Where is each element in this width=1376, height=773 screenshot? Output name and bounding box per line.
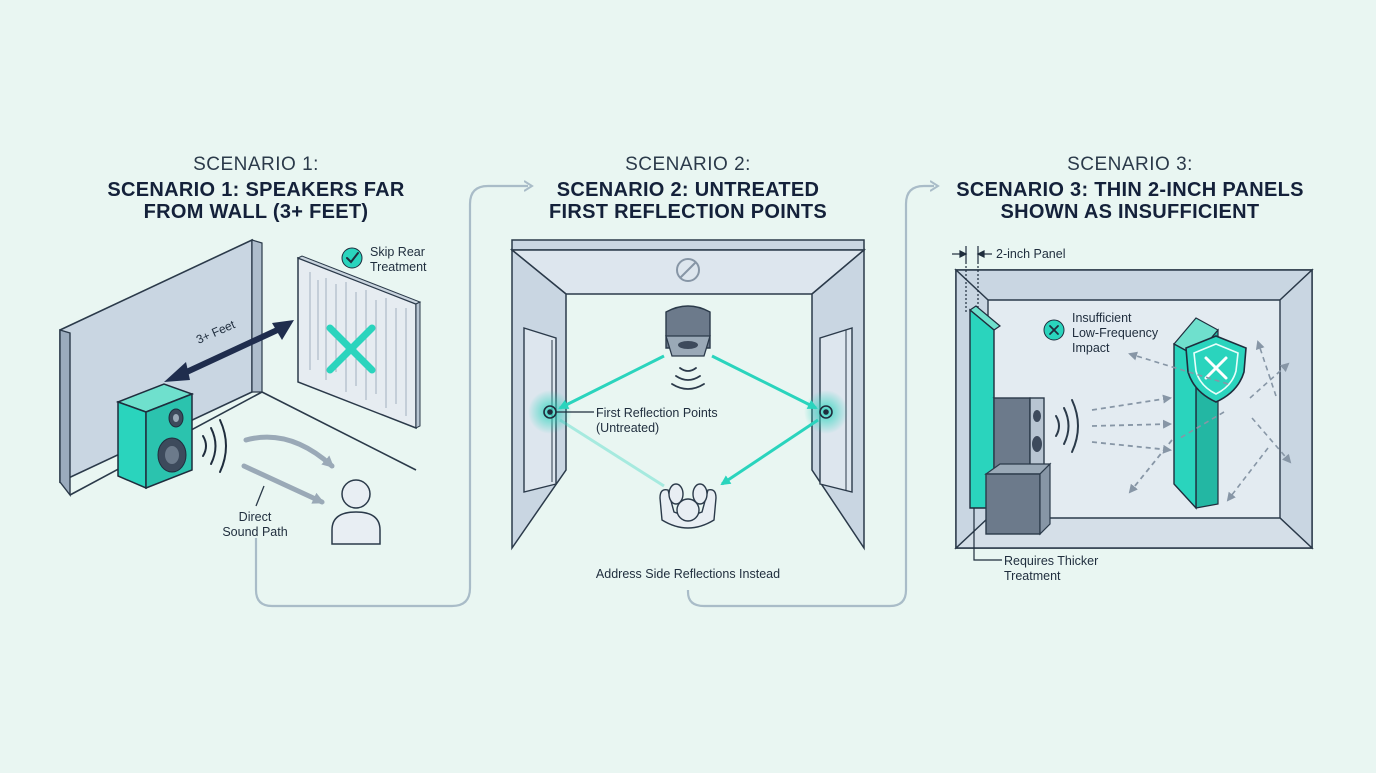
scenario-3-subtitle: SCENARIO 3: xyxy=(1067,154,1193,175)
scenario-2-heading-line1: SCENARIO 2: UNTREATED xyxy=(556,179,820,201)
skip-rear-label-line2: Treatment xyxy=(370,260,427,274)
insufficient-impact-label-line3: Impact xyxy=(1072,341,1110,355)
label-leader xyxy=(973,508,1002,561)
thicker-treatment-label: Requires Thicker Treatment xyxy=(1004,554,1098,584)
scenario-3-title: SCENARIO 3: SCENARIO 3: THIN 2-INCH PANE… xyxy=(930,154,1330,223)
scenario-1-heading-line1: SCENARIO 1: SPEAKERS FAR xyxy=(107,179,405,201)
reflection-points-label-line2: (Untreated) xyxy=(596,421,660,435)
scenario-1-illustration xyxy=(59,238,422,545)
scenario-3-heading-line2: SHOWN AS INSUFFICIENT xyxy=(1000,201,1260,223)
bounce-arrows xyxy=(1128,340,1292,502)
direct-path-label-line1: Direct xyxy=(238,510,272,524)
panel-thickness-label: 2-inch Panel xyxy=(996,247,1066,261)
insufficient-impact-label-line2: Low-Frequency xyxy=(1072,326,1159,340)
reflection-arrows xyxy=(558,354,819,486)
insufficient-impact-label: Insufficient Low-Frequency Impact xyxy=(1072,311,1158,356)
scenario-1-heading-line2: FROM WALL (3+ FEET) xyxy=(143,201,369,223)
flow-connector-1 xyxy=(254,186,528,608)
direct-path-label-line2: Sound Path xyxy=(222,525,288,539)
scenario-2-subtitle: SCENARIO 2: xyxy=(625,154,751,175)
prohibited-icon xyxy=(676,258,700,282)
check-circle-icon xyxy=(341,247,363,269)
floor-line xyxy=(261,391,417,471)
distance-arrow xyxy=(164,320,294,382)
x-mark-icon xyxy=(326,324,376,374)
speaker-icon xyxy=(992,397,1045,471)
reflection-points-label: First Reflection Points (Untreated) xyxy=(596,406,718,436)
listener-icon xyxy=(659,483,717,529)
scenario-3-illustration xyxy=(952,246,1314,561)
sound-wave-icon xyxy=(1055,399,1079,453)
listener-icon xyxy=(331,479,381,545)
shield-x-icon xyxy=(1185,335,1247,403)
dimension-marker xyxy=(952,246,992,312)
scenario-2-illustration xyxy=(509,239,867,551)
scenario-1-subtitle: SCENARIO 1: xyxy=(193,154,319,175)
sound-wave-icon xyxy=(202,419,227,473)
direct-path-label: Direct Sound Path xyxy=(210,510,300,540)
sound-path-arrows xyxy=(241,434,335,505)
thicker-treatment-label-line2: Treatment xyxy=(1004,569,1061,583)
insufficient-impact-label-line1: Insufficient xyxy=(1072,311,1132,325)
flow-connector-2 xyxy=(686,186,934,608)
scenario-3-heading-line1: SCENARIO 3: THIN 2-INCH PANELS xyxy=(956,179,1304,201)
speaker-icon xyxy=(115,383,195,490)
x-circle-icon xyxy=(1043,319,1065,341)
reflection-point-icon xyxy=(543,405,833,419)
faded-reflection xyxy=(559,418,665,488)
thicker-treatment-label-line1: Requires Thicker xyxy=(1004,554,1099,568)
speaker-icon xyxy=(665,305,711,357)
reflection-points-label-line1: First Reflection Points xyxy=(596,406,718,420)
skip-rear-label-line1: Skip Rear xyxy=(370,245,425,259)
side-reflections-label: Address Side Reflections Instead xyxy=(595,567,781,581)
label-leader xyxy=(255,485,265,507)
rear-panel-crossed xyxy=(296,255,422,430)
sound-wave-icon xyxy=(671,367,705,390)
scenario-2-heading-line2: FIRST REFLECTION POINTS xyxy=(548,201,827,223)
scenario-1-title: SCENARIO 1: SCENARIO 1: SPEAKERS FAR FRO… xyxy=(76,154,436,223)
dashed-sound-arrows xyxy=(1091,394,1173,494)
scenario-2-title: SCENARIO 2: SCENARIO 2: UNTREATED FIRST … xyxy=(508,154,868,223)
skip-rear-label: Skip Rear Treatment xyxy=(370,245,427,275)
subwoofer-icon xyxy=(984,462,1052,536)
